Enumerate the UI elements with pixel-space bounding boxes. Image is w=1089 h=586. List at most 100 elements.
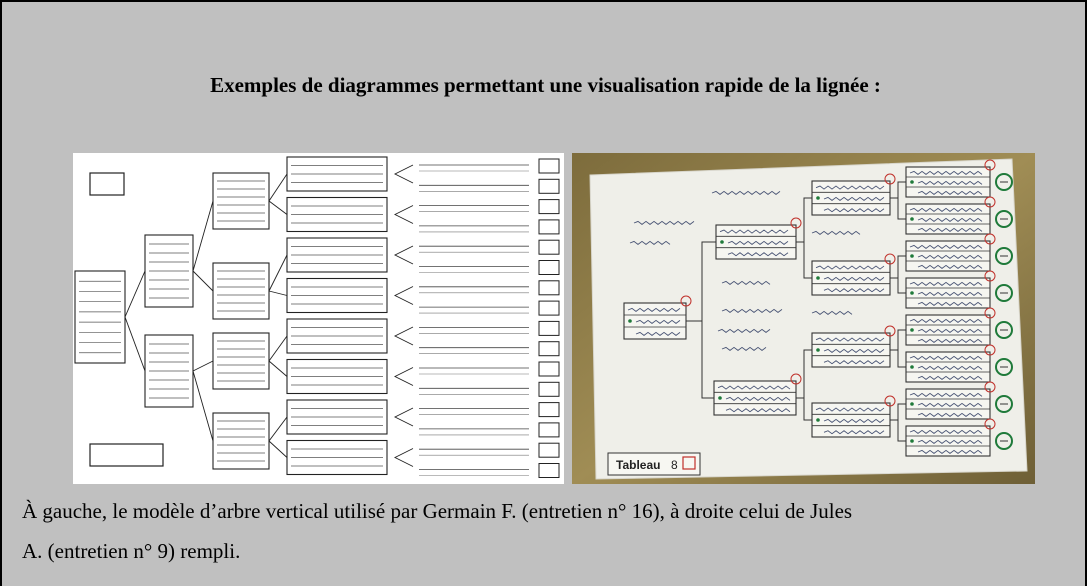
red-checkbox — [682, 456, 696, 470]
handwriting-scribble — [917, 365, 983, 370]
handwriting-scribble — [917, 375, 983, 380]
form-connector — [268, 440, 288, 458]
handwriting-scribble — [917, 338, 983, 343]
handwriting-scribble — [725, 396, 791, 401]
green-circle-mark — [995, 432, 1013, 450]
red-circle-mark — [984, 344, 996, 356]
form-chevron — [393, 407, 414, 427]
blank-tree-form-drawing — [74, 156, 560, 478]
handwriting-scribble — [917, 227, 983, 232]
green-circle-mark — [995, 247, 1013, 265]
handwriting-scribble — [717, 385, 791, 390]
caption-line-1: À gauche, le modèle d’arbre vertical uti… — [22, 499, 853, 523]
handwriting-scribble — [725, 408, 791, 413]
red-circle-mark — [790, 373, 802, 385]
handwriting-scribble — [727, 240, 789, 245]
tableau-tag: Tableau 8 — [607, 452, 701, 476]
form-box-gen5 — [538, 260, 560, 275]
handwriting-scribble — [815, 185, 885, 190]
handwriting-scribble — [727, 252, 789, 257]
annotation-scribble — [721, 308, 783, 313]
red-circle-mark — [984, 381, 996, 393]
form-box-gen5 — [538, 320, 560, 336]
red-circle-mark — [884, 253, 896, 265]
handwriting-scribble — [917, 217, 983, 222]
annotation-scribble — [811, 230, 861, 235]
green-dot — [910, 180, 914, 184]
handwriting-scribble — [917, 264, 983, 269]
form-box-top-left — [89, 172, 125, 196]
handwriting-scribble — [917, 190, 983, 195]
handwriting-scribble — [815, 265, 885, 270]
green-dot — [910, 439, 914, 443]
handwriting-scribble — [909, 318, 983, 323]
form-connector — [192, 200, 214, 272]
form-box-gen5 — [538, 219, 560, 235]
tableau-number: 8 — [671, 458, 678, 472]
red-circle-mark — [680, 295, 692, 307]
form-box-gen5 — [538, 402, 560, 418]
handwriting-scribble — [719, 229, 789, 234]
form-box-gen5 — [538, 361, 560, 377]
handwriting-scribble — [823, 208, 885, 213]
form-box-gen5 — [538, 381, 560, 397]
form-box-gen5 — [538, 158, 560, 174]
caption-line-2: A. (entretien n° 9) rempli. — [22, 539, 241, 563]
form-chevron — [393, 205, 414, 224]
form-connector — [124, 270, 146, 318]
handwriting-scribble — [823, 348, 885, 353]
green-dot — [910, 328, 914, 332]
tree-connector — [890, 329, 906, 368]
green-dot — [816, 196, 820, 200]
green-dot — [720, 240, 724, 244]
panel-title: Exemples de diagrammes permettant une vi… — [210, 73, 881, 97]
form-connector — [268, 416, 288, 442]
red-circle-mark — [984, 270, 996, 282]
filled-tree-photo: Tableau 8 — [572, 153, 1035, 484]
handwriting-scribble — [823, 288, 885, 293]
form-connector — [192, 370, 214, 442]
handwriting-scribble — [823, 418, 885, 423]
tree-connector — [890, 181, 906, 220]
form-connector — [192, 360, 214, 372]
form-box-gen5 — [538, 422, 560, 438]
handwriting-scribble — [917, 328, 983, 333]
green-circle-mark — [995, 173, 1013, 191]
tree-connector — [796, 197, 812, 279]
form-box-gen3 — [212, 412, 270, 470]
form-box-gen1 — [74, 270, 126, 364]
form-connector — [268, 290, 288, 296]
form-box-gen5 — [538, 442, 560, 458]
annotation-scribble — [721, 346, 767, 351]
handwriting-scribble — [635, 331, 681, 336]
handwriting-scribble — [909, 429, 983, 434]
form-connector — [268, 200, 288, 215]
annotation-scribble — [629, 240, 671, 245]
handwriting-scribble — [917, 254, 983, 259]
form-connector — [124, 316, 146, 372]
handwriting-scribble — [917, 402, 983, 407]
red-circle-mark — [984, 307, 996, 319]
tree-connector — [890, 403, 906, 442]
green-circle-mark — [995, 210, 1013, 228]
handwriting-scribble — [815, 407, 885, 412]
green-dot — [910, 254, 914, 258]
form-box-gen5 — [538, 178, 560, 194]
tree-connector — [890, 255, 906, 294]
handwriting-scribble — [635, 319, 681, 324]
green-dot — [910, 291, 914, 295]
green-circle-mark — [995, 358, 1013, 376]
handwriting-scribble — [909, 207, 983, 212]
blank-tree-form-image — [73, 153, 564, 484]
form-chevron — [393, 367, 414, 386]
form-box-gen5 — [538, 280, 560, 296]
green-dot — [628, 319, 632, 323]
handwriting-scribble — [823, 276, 885, 281]
red-circle-mark — [884, 173, 896, 185]
green-dot — [816, 348, 820, 352]
annotation-scribble — [811, 310, 853, 315]
green-dot — [910, 217, 914, 221]
filled-tree-drawing: Tableau 8 — [572, 153, 1035, 484]
green-circle-mark — [995, 284, 1013, 302]
